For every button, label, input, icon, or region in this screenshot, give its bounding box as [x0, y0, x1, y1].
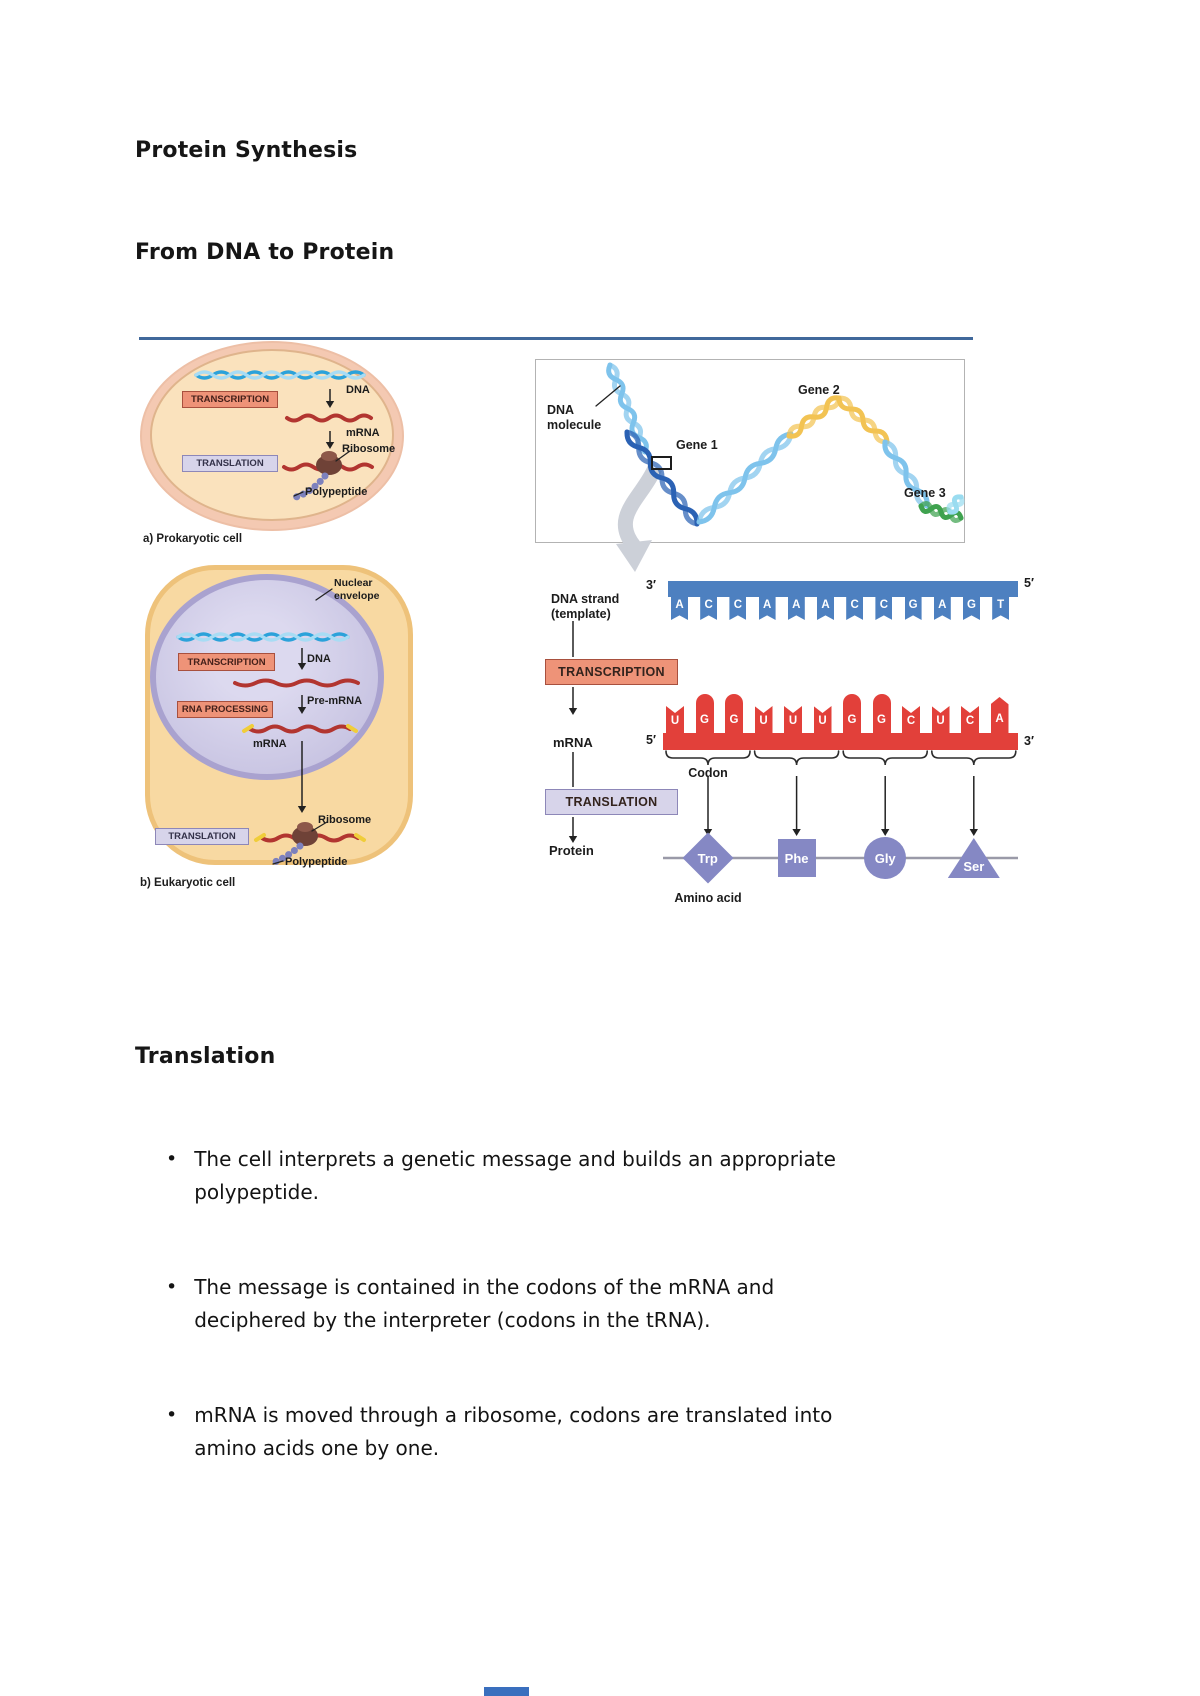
mrna-five-prime: 5′ — [646, 733, 656, 747]
dna-template-strand-bar — [668, 581, 1018, 597]
eu-mrna-label: mRNA — [253, 738, 287, 750]
bullet-text: mRNA is moved through a ribosome, codons… — [194, 1403, 833, 1460]
caption-eukaryotic-cell: b) Eukaryotic cell — [140, 877, 236, 889]
mrna-base-G: G — [695, 694, 714, 733]
dna-base-A: A — [787, 597, 805, 620]
pro-translation-box: TRANSLATION — [182, 455, 278, 472]
bullet-dot: • — [166, 1404, 178, 1426]
dna-strand-template-label: DNA strand (template) — [551, 592, 620, 621]
section-title-from-dna: From DNA to Protein — [135, 240, 395, 265]
amino-acid-trp: Trp — [682, 832, 734, 884]
dna-base-G: G — [963, 597, 980, 620]
bullet-item: • The message is contained in the codons… — [166, 1271, 986, 1337]
mrna-base-U: U — [813, 706, 832, 733]
mrna-base-U: U — [754, 706, 773, 733]
dna-base-C: C — [700, 597, 718, 620]
mrna-base-G: G — [843, 694, 861, 733]
dna-base-T: T — [992, 597, 1010, 620]
translation-box: TRANSLATION — [545, 789, 678, 815]
mrna-base-U: U — [666, 706, 684, 733]
dna-five-prime: 5′ — [1024, 576, 1034, 590]
bullet-dot: • — [166, 1148, 178, 1170]
transcription-box: TRANSCRIPTION — [545, 659, 678, 685]
eu-dna-label: DNA — [307, 653, 331, 665]
amino-acid-name: Phe — [784, 850, 809, 866]
dna-base-A: A — [671, 597, 688, 620]
dna-base-A: A — [817, 597, 834, 620]
bullet-item: • mRNA is moved through a ribosome, codo… — [166, 1399, 986, 1465]
pro-mrna-label: mRNA — [346, 427, 380, 439]
dna-three-prime: 3′ — [646, 578, 656, 592]
eu-translation-box: TRANSLATION — [155, 828, 249, 845]
mrna-three-prime: 3′ — [1024, 734, 1034, 748]
eu-ribosome-label: Ribosome — [318, 814, 372, 826]
dna-molecule-label: DNA molecule — [547, 403, 602, 432]
mrna-base-U: U — [931, 706, 950, 733]
gene-2-label: Gene 2 — [798, 383, 840, 397]
mrna-base-C: C — [961, 706, 979, 733]
mrna-base-A: A — [990, 697, 1009, 733]
mrna-base-C: C — [902, 706, 920, 733]
pro-ribosome-label: Ribosome — [342, 443, 396, 455]
eu-nuclear-envelope-label: Nuclear envelope — [334, 577, 380, 602]
dna-base-C: C — [729, 597, 747, 620]
section-heading-translation: Translation — [135, 1044, 276, 1069]
pro-transcription-box: TRANSCRIPTION — [182, 391, 278, 408]
nucleus — [150, 574, 384, 780]
dna-base-A: A — [933, 597, 951, 620]
next-page-fragment — [484, 1687, 529, 1696]
protein-label: Protein — [549, 843, 594, 858]
dna-base-C: C — [846, 597, 864, 620]
amino-acid-label: Amino acid — [674, 891, 742, 905]
page-title: Protein Synthesis — [135, 138, 358, 163]
bullet-text: The message is contained in the codons o… — [194, 1275, 775, 1332]
amino-acid-name: Ser — [963, 859, 985, 874]
amino-acid-phe: Phe — [777, 839, 816, 877]
amino-acid-name: Gly — [874, 850, 896, 866]
divider-line — [139, 337, 973, 340]
dna-base-A: A — [758, 597, 776, 620]
dna-base-C: C — [875, 597, 893, 620]
mrna-label: mRNA — [553, 735, 593, 750]
amino-acid-name: Trp — [697, 850, 719, 866]
eu-transcription-box: TRANSCRIPTION — [178, 653, 275, 671]
mrna-strand-bar — [663, 733, 1018, 750]
bullet-text: The cell interprets a genetic message an… — [194, 1147, 836, 1204]
pro-dna-label: DNA — [346, 384, 370, 396]
mrna-base-G: G — [725, 694, 743, 733]
bullet-dot: • — [166, 1276, 178, 1298]
codon-label: Codon — [688, 766, 728, 780]
mrna-base-G: G — [872, 694, 891, 733]
caption-prokaryotic-cell: a) Prokaryotic cell — [143, 533, 243, 545]
eu-rna-processing-box: RNA PROCESSING — [177, 701, 273, 718]
mrna-base-U: U — [784, 706, 802, 733]
bullet-item: • The cell interprets a genetic message … — [166, 1143, 986, 1209]
dna-base-G: G — [904, 597, 922, 620]
amino-acid-ser: Ser — [947, 838, 1000, 878]
amino-acid-gly: Gly — [864, 837, 907, 879]
eu-pre-mrna-label: Pre-mRNA — [307, 695, 363, 707]
